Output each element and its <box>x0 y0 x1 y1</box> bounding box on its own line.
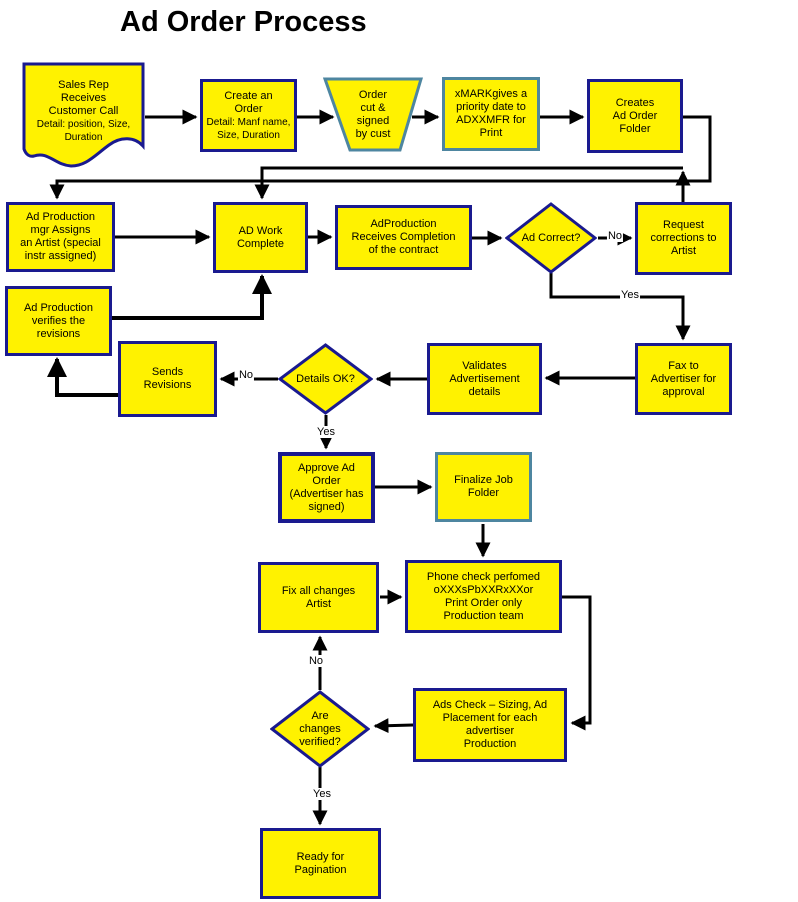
node-label: Details OK? <box>296 372 355 385</box>
node-label: Creates Ad Order Folder <box>612 96 658 135</box>
node-label: Ads Check – Sizing, Ad Placement for eac… <box>432 699 548 750</box>
edge-label-yes: Yes <box>312 788 332 800</box>
node-label: AdProduction Receives Completion of the … <box>351 218 456 256</box>
edge-label-yes: Yes <box>620 289 640 301</box>
trapezoid-shape <box>323 77 423 152</box>
node-detail-label: Detail: position, Size, Duration <box>36 118 131 143</box>
node-phone-check: Phone check perfomed oXXXsPbXXRxXXor Pri… <box>405 560 562 633</box>
node-approve-ad-order: Approve Ad Order (Advertiser has signed) <box>278 452 375 523</box>
node-create-order: Create an Order Detail: Manf name, Size,… <box>200 79 297 152</box>
document-shape <box>22 62 145 168</box>
node-detail-label: Detail: Manf name, Size, Duration <box>206 116 291 141</box>
node-validates-details: Validates Advertisement details <box>427 343 542 415</box>
node-are-changes-decision: Are changes verified? <box>270 690 370 768</box>
node-label: Approve Ad Order (Advertiser has signed) <box>289 461 364 513</box>
node-ad-correct-decision: Ad Correct? <box>505 202 597 274</box>
node-request-corrections: Request corrections to Artist <box>635 202 732 275</box>
node-verifies-revisions: Ad Production verifies the revisions <box>5 286 112 356</box>
node-finalize-job: Finalize Job Folder <box>435 452 532 522</box>
edge-label-no: No <box>237 369 255 381</box>
node-label: Validates Advertisement details <box>449 359 520 398</box>
node-label: Ad Production verifies the revisions <box>23 301 94 340</box>
node-priority-date: xMARKgives a priority date to ADXXMFR fo… <box>442 77 540 151</box>
node-label: Sales Rep Receives Customer Call <box>48 78 119 117</box>
node-label: Are changes verified? <box>299 709 341 748</box>
node-label: Sends Revisions <box>143 366 192 391</box>
node-label: Phone check perfomed oXXXsPbXXRxXXor Pri… <box>426 570 541 622</box>
diagram-title: Ad Order Process <box>120 6 367 38</box>
node-ads-check: Ads Check – Sizing, Ad Placement for eac… <box>413 688 567 762</box>
connector <box>260 166 683 181</box>
node-sales-rep-document: Sales Rep Receives Customer Call Detail:… <box>22 62 145 168</box>
node-label: Finalize Job Folder <box>454 474 513 499</box>
connector <box>112 274 272 320</box>
node-label: AD Work Complete <box>236 224 285 250</box>
node-ready-pagination: Ready for Pagination <box>260 828 381 899</box>
node-label: Ad Production mgr Assigns an Artist (spe… <box>20 211 101 262</box>
diamond-shape <box>278 343 373 415</box>
edge-label-no: No <box>307 655 325 667</box>
node-label: Request corrections to Artist <box>650 219 717 257</box>
node-label: Ad Correct? <box>521 231 581 244</box>
diamond-shape <box>270 690 370 768</box>
node-label: Fix all changes Artist <box>281 584 356 610</box>
node-label: Create an Order <box>224 89 273 115</box>
node-creates-folder: Creates Ad Order Folder <box>587 79 683 153</box>
connector <box>562 595 592 731</box>
node-receives-completion: AdProduction Receives Completion of the … <box>335 205 472 270</box>
node-ad-work-complete: AD Work Complete <box>213 202 308 273</box>
node-label: Ready for Pagination <box>294 850 347 876</box>
node-details-ok-decision: Details OK? <box>278 343 373 415</box>
node-sends-revisions: Sends Revisions <box>118 341 217 417</box>
connector <box>549 273 691 341</box>
node-fix-changes: Fix all changes Artist <box>258 562 379 633</box>
connector <box>49 115 712 200</box>
edge-label-yes: Yes <box>316 426 336 438</box>
node-label: Order cut & signed by cust <box>355 88 391 140</box>
node-order-cut-trapezoid: Order cut & signed by cust <box>323 77 423 152</box>
diamond-shape <box>505 202 597 274</box>
node-label: Fax to Advertiser for approval <box>650 359 717 398</box>
node-mgr-assigns: Ad Production mgr Assigns an Artist (spe… <box>6 202 115 272</box>
connector <box>47 357 118 397</box>
node-fax-advertiser: Fax to Advertiser for approval <box>635 343 732 415</box>
node-label: xMARKgives a priority date to ADXXMFR fo… <box>454 88 528 139</box>
edge-label-no: No <box>606 230 624 242</box>
connector <box>373 718 414 734</box>
